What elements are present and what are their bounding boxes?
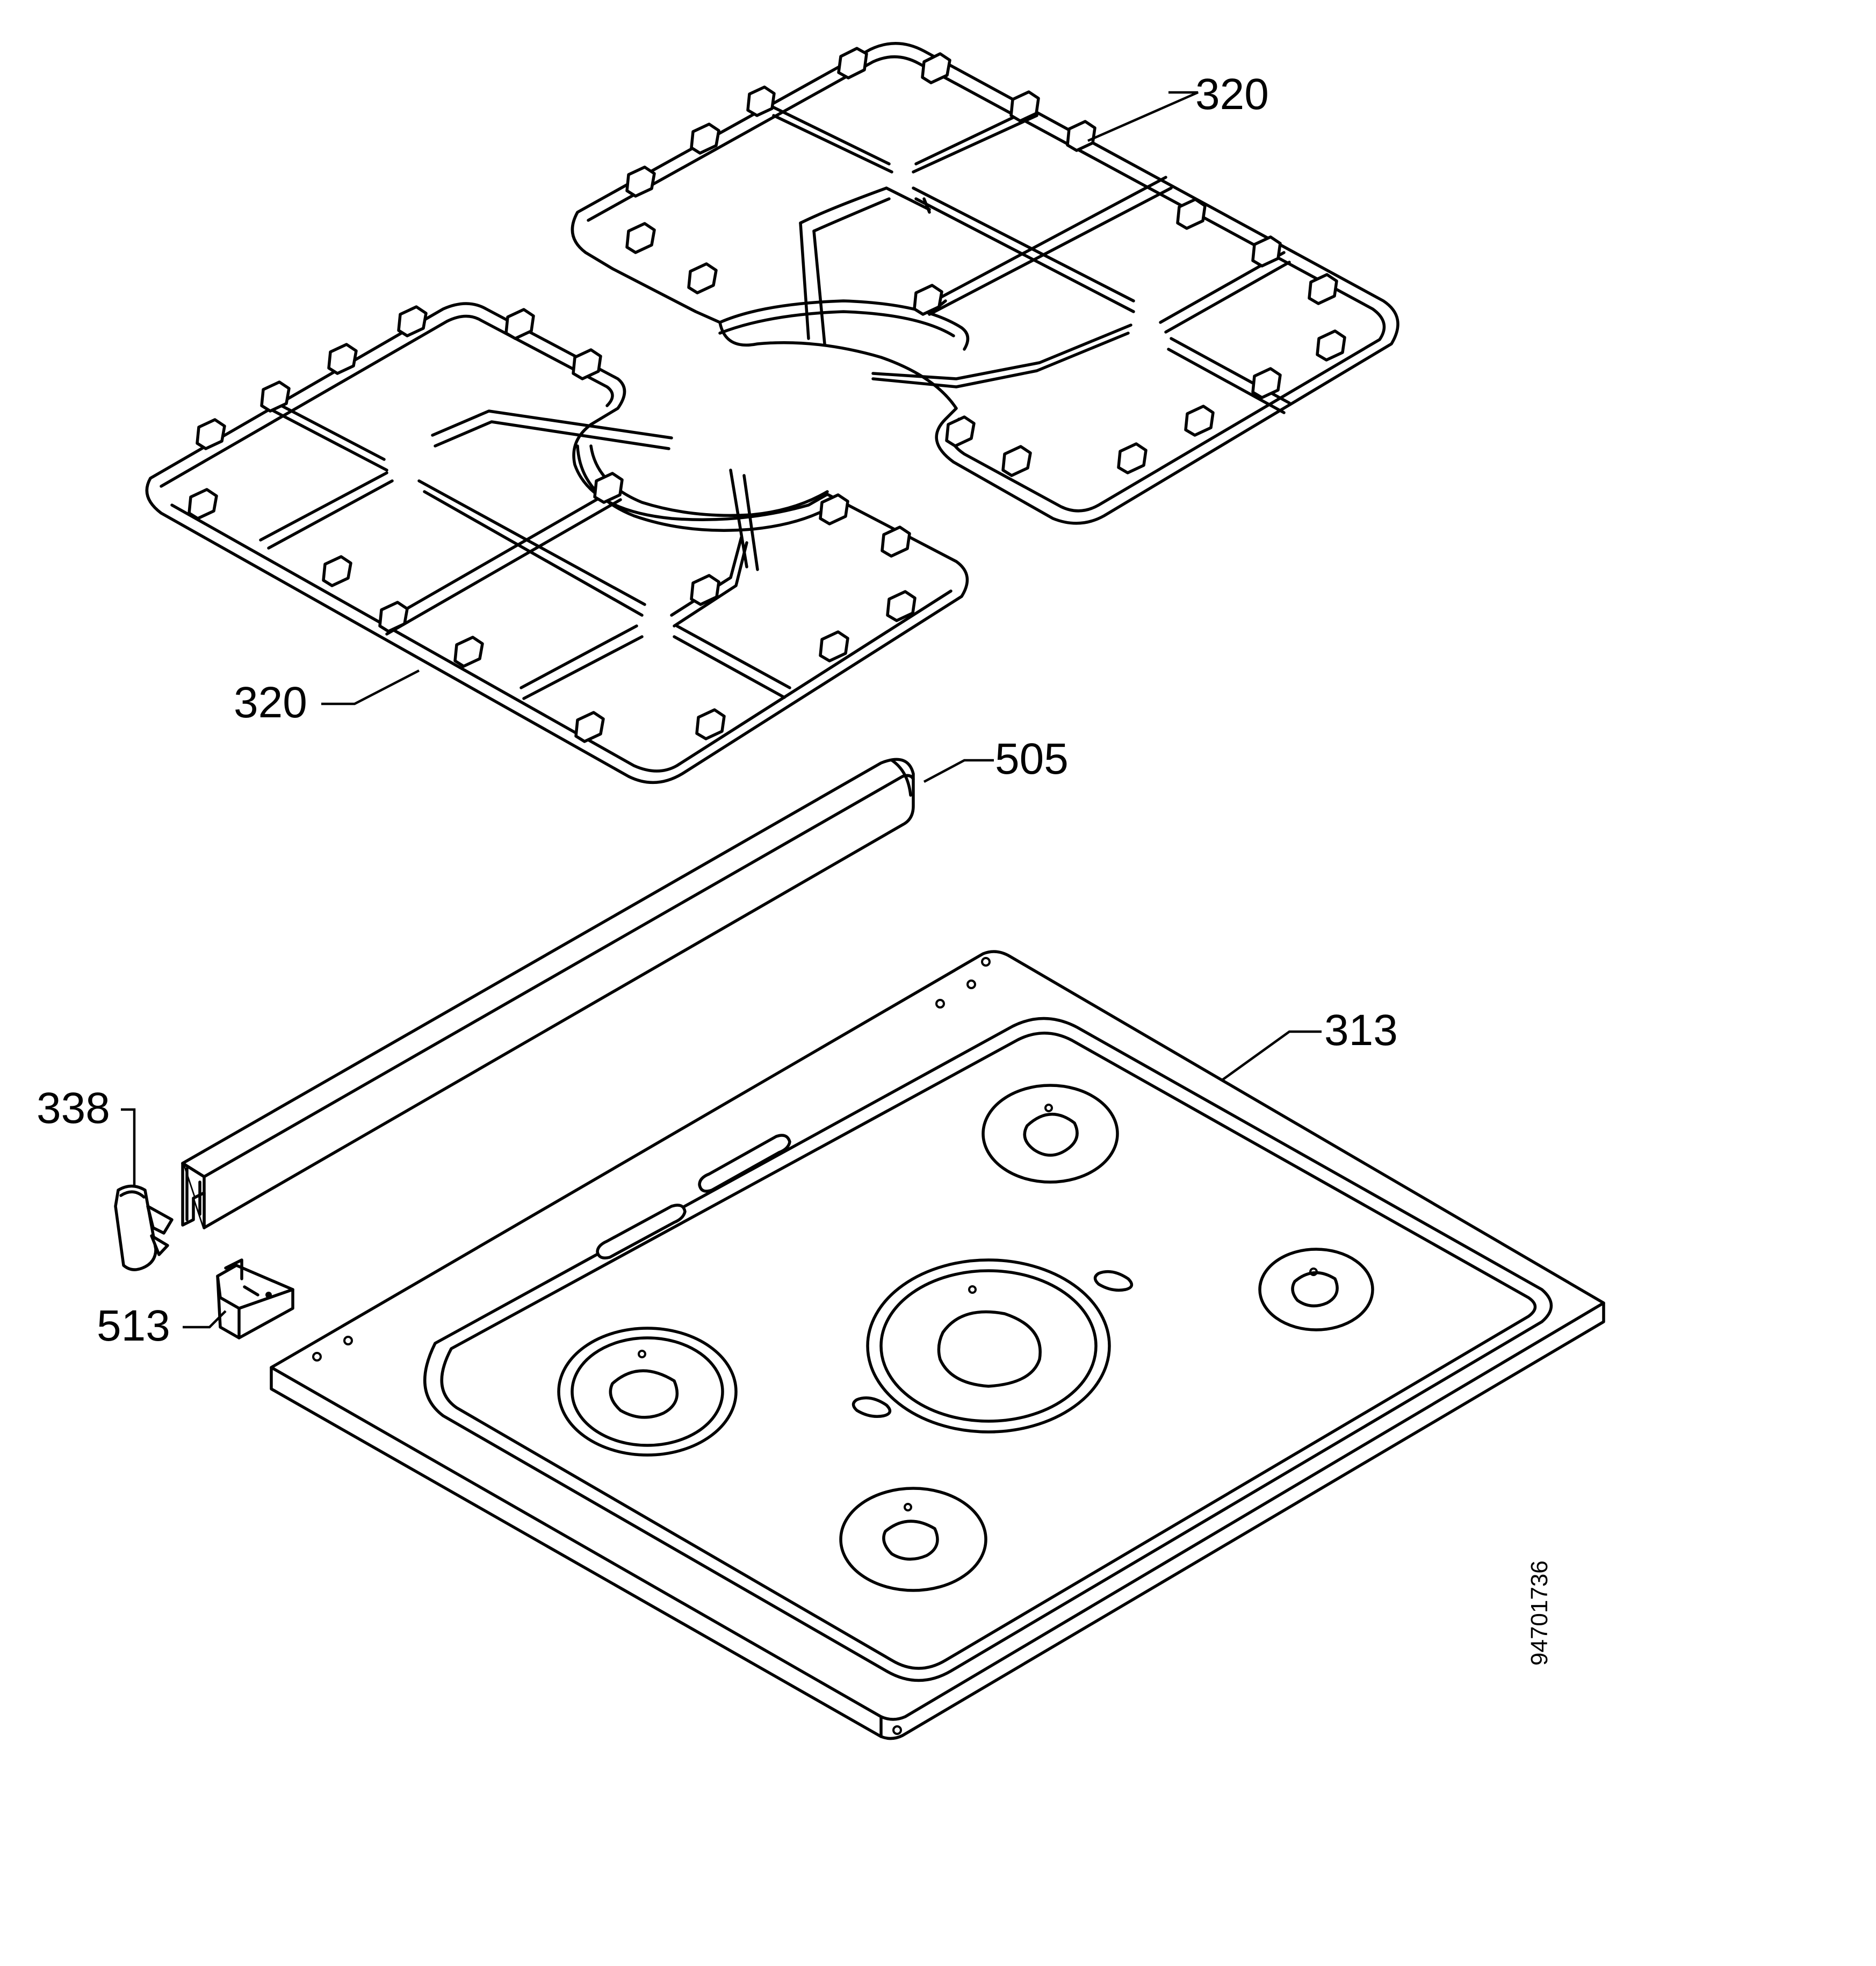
burner-right <box>1258 1248 1374 1331</box>
callout-end-cap: 338 <box>37 1084 110 1133</box>
callout-pan-support-left: 320 <box>234 678 307 727</box>
burner-rear-left <box>982 1084 1119 1184</box>
burner-front-left <box>557 1327 738 1457</box>
bracket <box>216 1258 294 1340</box>
pan-support-right <box>571 41 1399 525</box>
callout-pan-support-right: 320 <box>1195 70 1269 119</box>
burner-front-centre <box>839 1487 987 1592</box>
burner-centre-wok <box>866 1258 1111 1434</box>
end-cap <box>114 1184 174 1271</box>
hob-top-panel <box>270 950 1605 1740</box>
pan-support-left <box>145 302 969 784</box>
trim-strip <box>181 758 915 1229</box>
callout-trim-strip: 505 <box>995 734 1069 783</box>
callout-hob-top: 313 <box>1324 1006 1398 1055</box>
drawing-number: 94701736 <box>1526 1560 1553 1666</box>
leader-lines <box>121 91 1322 1329</box>
callout-bracket: 513 <box>97 1301 170 1350</box>
